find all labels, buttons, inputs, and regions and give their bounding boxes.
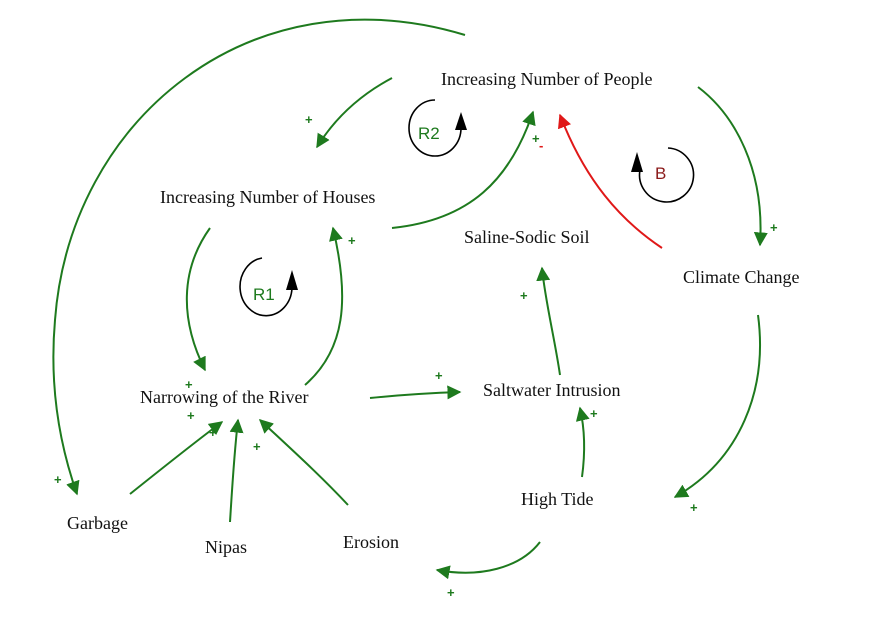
loop-r2-indicator: R2 bbox=[408, 99, 467, 157]
sign-plus-river-from-garbage: + bbox=[187, 408, 195, 423]
node-saline-sodic-soil: Saline-Sodic Soil bbox=[464, 227, 590, 247]
node-erosion: Erosion bbox=[343, 532, 399, 552]
sign-plus-river-from-erosion: + bbox=[253, 439, 261, 454]
link-hightide-to-erosion bbox=[435, 541, 541, 580]
sign-plus-saltwater-from-tide: + bbox=[590, 406, 598, 421]
link-people-to-climate bbox=[697, 86, 768, 247]
loop-label-r1: R1 bbox=[253, 285, 275, 304]
loop-label-b: B bbox=[655, 164, 666, 183]
link-houses-to-people bbox=[391, 110, 536, 229]
link-climate-to-hightide bbox=[673, 314, 761, 498]
link-river-to-houses bbox=[304, 226, 344, 386]
sign-plus-garbage: + bbox=[54, 472, 62, 487]
link-people-to-garbage bbox=[52, 18, 466, 496]
sign-plus-saline-in: + bbox=[520, 288, 528, 303]
loop-r1-indicator: R1 bbox=[239, 257, 298, 317]
link-saltwater-to-saline bbox=[536, 266, 561, 376]
link-climate-to-people-negative bbox=[557, 113, 663, 249]
node-climate-change: Climate Change bbox=[683, 267, 799, 287]
sign-minus-people: - bbox=[539, 138, 543, 153]
sign-plus-climate-in: + bbox=[770, 220, 778, 235]
sign-plus-people-in-houses: + bbox=[532, 131, 540, 146]
sign-plus-saltwater-in: + bbox=[435, 368, 443, 383]
sign-plus-houses-in-river: + bbox=[348, 233, 356, 248]
node-narrowing-of-the-river: Narrowing of the River bbox=[140, 387, 308, 407]
node-high-tide: High Tide bbox=[521, 489, 594, 509]
link-erosion-to-river bbox=[258, 419, 349, 506]
node-increasing-number-of-houses: Increasing Number of Houses bbox=[160, 187, 375, 207]
node-saltwater-intrusion: Saltwater Intrusion bbox=[483, 380, 620, 400]
node-garbage: Garbage bbox=[67, 513, 128, 533]
node-nipas: Nipas bbox=[205, 537, 247, 557]
node-increasing-number-of-people: Increasing Number of People bbox=[441, 69, 652, 89]
sign-plus-river-in-houses: + bbox=[185, 377, 193, 392]
loop-b-indicator: B bbox=[631, 147, 695, 203]
link-people-to-houses bbox=[316, 77, 393, 149]
link-river-to-saltwater bbox=[369, 385, 462, 400]
sign-plus-hightide-in: + bbox=[690, 500, 698, 515]
sign-plus-erosion-in: + bbox=[447, 585, 455, 600]
sign-plus-houses-in: + bbox=[305, 112, 313, 127]
sign-plus-river-from-nipas: + bbox=[209, 425, 217, 440]
link-nipas-to-river bbox=[229, 418, 244, 523]
loop-label-r2: R2 bbox=[418, 124, 440, 143]
link-hightide-to-saltwater bbox=[575, 406, 590, 478]
link-houses-to-river bbox=[185, 227, 211, 372]
link-garbage-to-river bbox=[129, 421, 224, 495]
